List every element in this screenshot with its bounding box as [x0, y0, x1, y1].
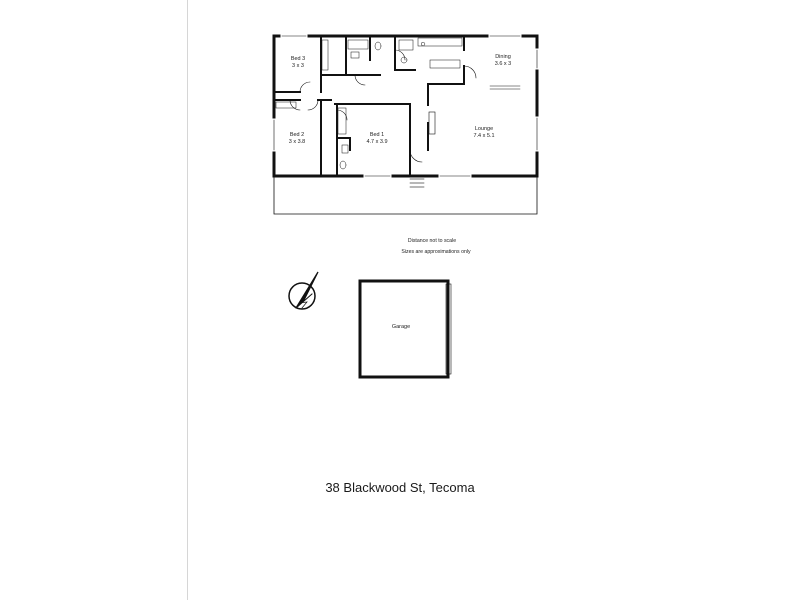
interior-walls — [273, 35, 465, 177]
door-swings — [289, 49, 477, 163]
room-name-bed2: Bed 2 — [290, 132, 304, 138]
page-edge-line — [187, 0, 188, 600]
room-size-lounge: 7.4 x 5.1 — [473, 133, 494, 139]
verandah-outline — [273, 175, 538, 215]
room-name-garage: Garage — [392, 324, 410, 330]
windows — [272, 34, 539, 178]
room-size-bed1: 4.7 x 3.9 — [366, 139, 387, 145]
room-size-bed2: 3 x 3.8 — [289, 139, 306, 145]
entry-steps — [409, 178, 425, 188]
house-outline — [272, 34, 539, 178]
room-name-bed1: Bed 1 — [370, 132, 384, 138]
fireplace — [428, 111, 436, 135]
garage-outline — [358, 279, 452, 379]
room-name-dining: Dining — [495, 54, 511, 60]
north-arrow-icon — [288, 271, 319, 310]
room-size-dining: 3.6 x 3 — [495, 61, 512, 67]
property-address: 38 Blackwood St, Tecoma — [325, 480, 475, 495]
lounge-sliding-door — [489, 85, 521, 90]
room-size-bed3: 3 x 3 — [292, 63, 304, 69]
kitchen-bench — [417, 37, 463, 69]
wardrobes — [275, 39, 347, 135]
approx-note: Sizes are approximations only — [401, 249, 471, 255]
room-labels: Bed 3 3 x 3 Bed 2 3 x 3.8 Bed 1 4.7 x 3.… — [289, 54, 512, 330]
plan-notes: Distance not to scale Sizes are approxim… — [401, 238, 471, 255]
room-name-bed3: Bed 3 — [291, 56, 305, 62]
room-name-lounge: Lounge — [475, 126, 493, 132]
scale-note: Distance not to scale — [408, 238, 456, 244]
